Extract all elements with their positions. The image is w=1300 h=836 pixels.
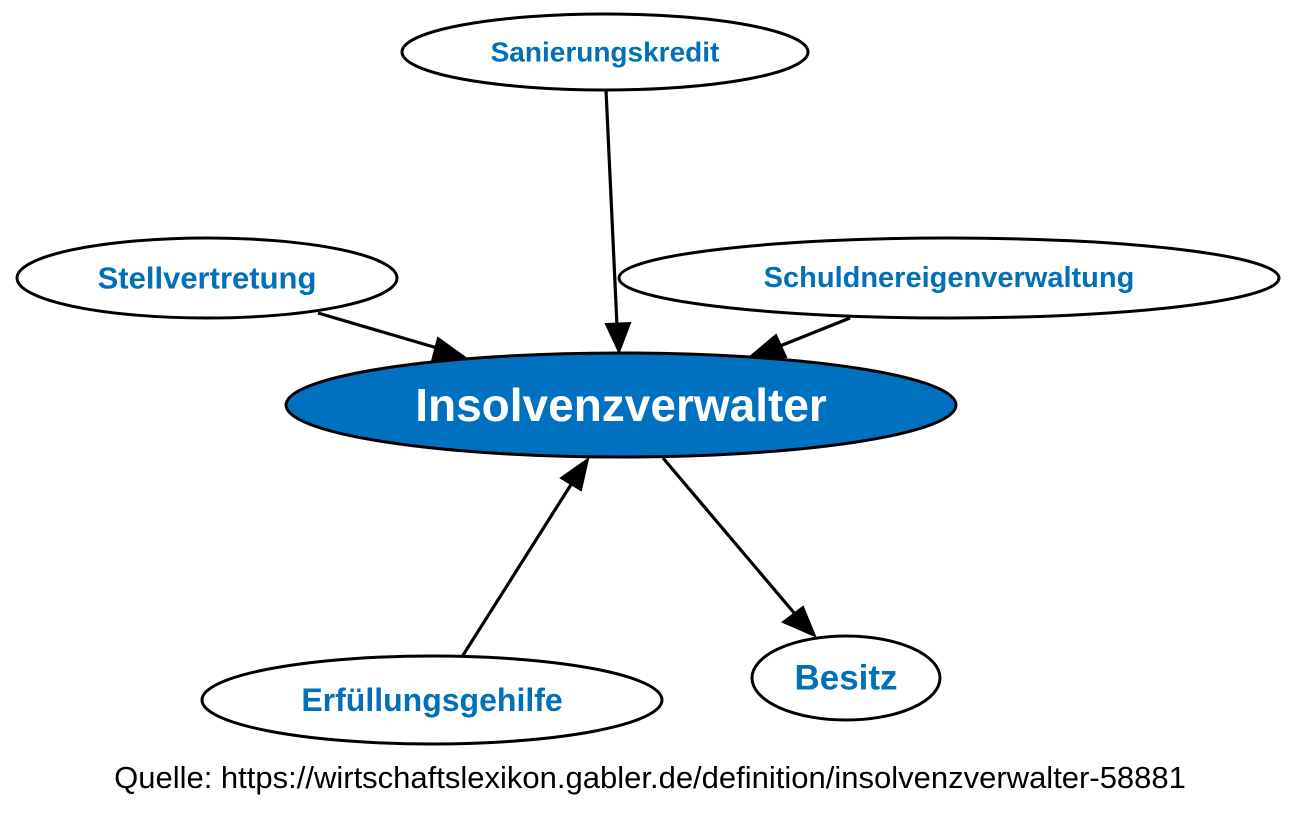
node-label-erfuellungsgehilfe: Erfüllungsgehilfe [301,682,562,718]
edge-stellvertretung-to-center [317,311,474,362]
edge-schuldnereigenverwaltung-to-center [741,316,851,363]
node-erfuellungsgehilfe[interactable]: Erfüllungsgehilfe [200,654,664,746]
edge-center-to-besitz [661,456,817,638]
node-center-insolvenzverwalter[interactable]: Insolvenzverwalter [284,351,958,459]
node-sanierungskredit[interactable]: Sanierungskredit [400,12,810,92]
node-label-center: Insolvenzverwalter [415,379,827,431]
node-label-besitz: Besitz [794,659,897,698]
node-label-sanierungskredit: Sanierungskredit [491,37,720,68]
node-label-stellvertretung: Stellvertretung [98,261,317,296]
node-stellvertretung[interactable]: Stellvertretung [15,236,399,320]
node-label-schuldnereigenverwaltung: Schuldnereigenverwaltung [764,262,1135,294]
edge-sanierungskredit-to-center [604,89,632,355]
source-caption: Quelle: https://wirtschaftslexikon.gable… [114,760,1186,795]
node-schuldnereigenverwaltung[interactable]: Schuldnereigenverwaltung [617,236,1281,320]
edge-erfuellungsgehilfe-to-center [458,456,590,661]
node-besitz[interactable]: Besitz [750,634,942,722]
